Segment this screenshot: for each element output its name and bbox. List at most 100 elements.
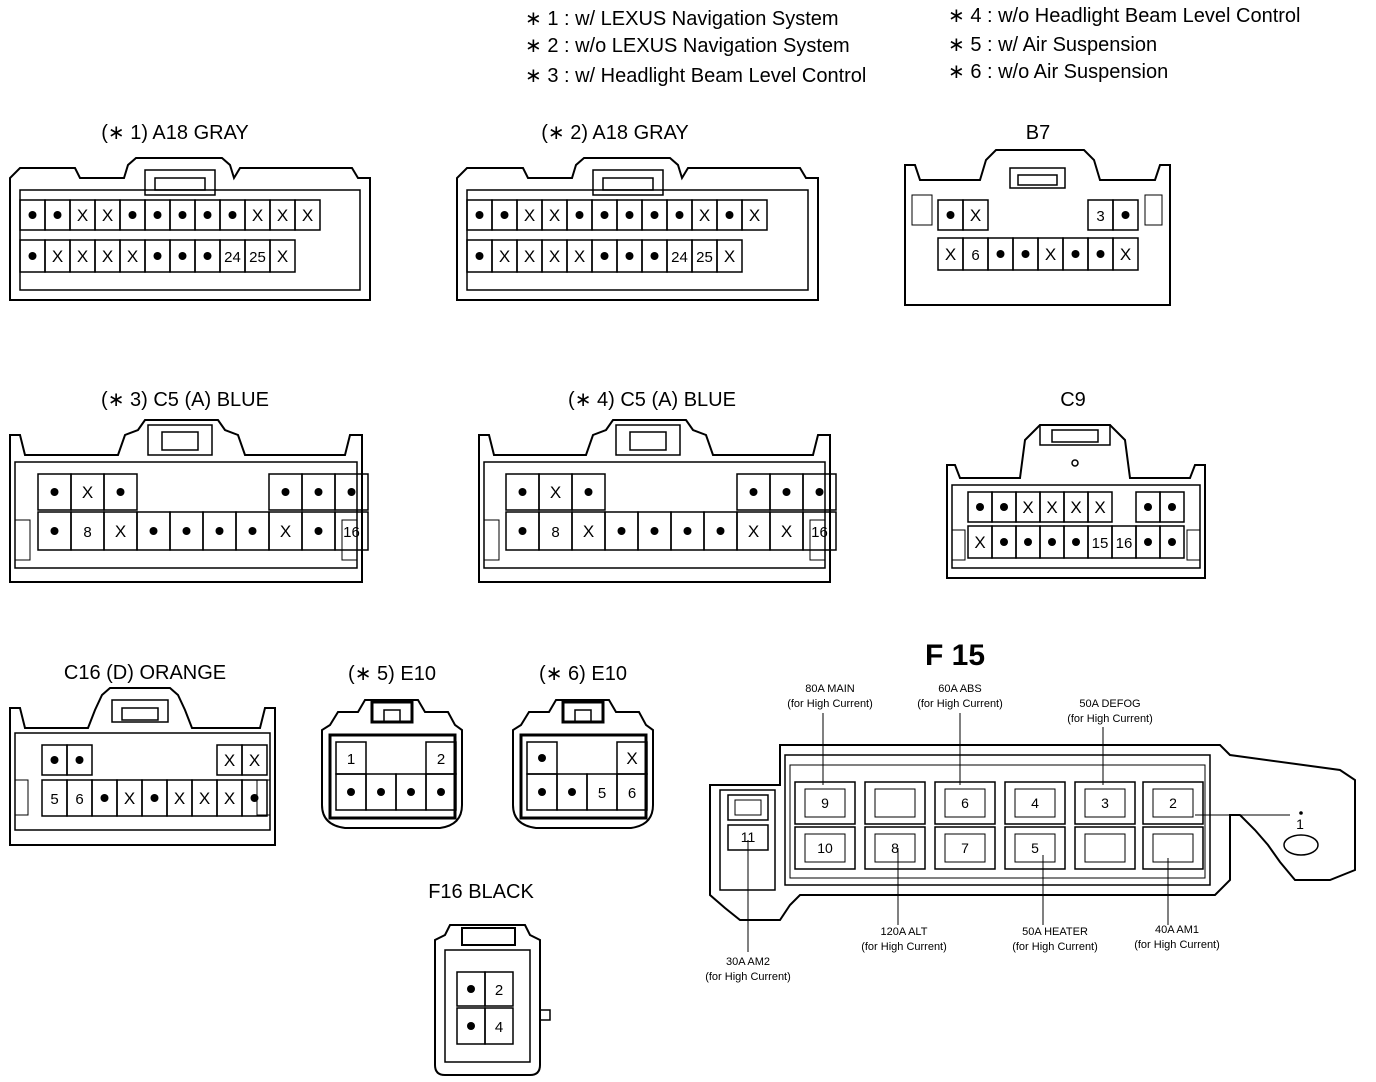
pin-number: 16 [343, 524, 360, 541]
fuse-slot [1142, 826, 1204, 870]
pin-unused-mark: X [127, 247, 138, 266]
pin-number: 2 [437, 751, 445, 768]
pin-cell [802, 511, 837, 551]
fuse-slot-number: 2 [1169, 795, 1177, 811]
legend-item-6: ∗ 6 : w/o Air Suspension [948, 61, 1168, 83]
pin-cell [616, 773, 648, 811]
pin-dot [538, 788, 546, 796]
connector-f16: F16 BLACK 24 [428, 881, 551, 1076]
pin-unused-mark: X [224, 751, 235, 770]
pin-dot [467, 1022, 475, 1030]
fuse-note-main: (for High Current) [787, 698, 873, 710]
pin-dot [625, 211, 634, 219]
pin-dot [50, 488, 59, 496]
fuse-slot [1004, 781, 1066, 825]
pin-unused-mark: X [574, 247, 585, 266]
legend-item-1: ∗ 1 : w/ LEXUS Navigation System [525, 8, 839, 30]
pin-dot [675, 211, 684, 219]
pin-dot [568, 788, 576, 796]
fuse-note-alt: (for High Current) [861, 941, 947, 953]
pin-dot [281, 488, 290, 496]
pin-unused-mark: X [1045, 245, 1056, 264]
pin-unused-mark: X [1120, 245, 1131, 264]
pin-dot [1048, 538, 1056, 546]
pin-number: 5 [50, 791, 58, 808]
fuse-slot-number: 10 [817, 840, 833, 856]
pin-dot [538, 754, 546, 762]
pin-cell [1159, 525, 1185, 559]
fuse-slot [1142, 781, 1204, 825]
pin-dot [475, 211, 484, 219]
pin-number: 24 [671, 249, 688, 266]
fuse-slot-number: 3 [1101, 795, 1109, 811]
pin-unused-mark: X [115, 522, 126, 541]
pin-unused-mark: X [748, 522, 759, 541]
fuse-slot [794, 826, 856, 870]
pin-cell [1112, 199, 1139, 231]
pin-dot [182, 527, 191, 535]
pin-number: 5 [598, 785, 606, 802]
pin-cell [269, 239, 296, 273]
fuse-slot [934, 826, 996, 870]
pin-unused-mark: X [699, 206, 710, 225]
fuse-slot-inner [1014, 833, 1056, 863]
pin-unused-mark: X [583, 522, 594, 541]
pin-number: 3 [1096, 208, 1104, 225]
fuse-note-defog: (for High Current) [1067, 713, 1153, 725]
pin-unused-mark: X [549, 206, 560, 225]
pin-unused-mark: X [277, 247, 288, 266]
pin-number: 1 [347, 751, 355, 768]
pin-number: 25 [696, 249, 713, 266]
pin-unused-mark: X [174, 789, 185, 808]
pin-dot [584, 488, 593, 496]
pin-unused-mark: X [1046, 498, 1057, 517]
pin-grid: 24 [456, 971, 514, 1045]
pin-cell [484, 971, 514, 1007]
pin-dot [1071, 250, 1080, 258]
fuse-slot-inner [1084, 833, 1126, 863]
fuse-label-abs: 60A ABS [938, 683, 981, 695]
fuse-slot-inner [804, 788, 846, 818]
pin-unused-mark: X [1070, 498, 1081, 517]
pin-unused-mark: X [280, 522, 291, 541]
fuse-slot-inner [1084, 788, 1126, 818]
pin-dot [248, 527, 257, 535]
pin-number: 16 [811, 524, 828, 541]
pin-cell [802, 473, 837, 511]
fuse-slot-inner [944, 788, 986, 818]
pin-dot [650, 252, 659, 260]
fuse-slot-number: 5 [1031, 840, 1039, 856]
pin-number: 2 [495, 982, 503, 999]
fuse-note-am1: (for High Current) [1134, 939, 1220, 951]
pin-number: 16 [1116, 535, 1133, 552]
fuse-slot [1074, 826, 1136, 870]
fuse-slot [1074, 781, 1136, 825]
pin-dot [976, 503, 984, 511]
pin-dot [1168, 538, 1176, 546]
pin-number: 6 [971, 247, 979, 264]
pin-number: 15 [1092, 535, 1109, 552]
pin-cell [425, 773, 457, 811]
pin-unused-mark: X [77, 206, 88, 225]
pin-unused-mark: X [974, 533, 985, 552]
pin-dot [782, 488, 791, 496]
pin-dot [347, 488, 356, 496]
pin-number: 8 [83, 524, 91, 541]
pin-cell [1159, 491, 1185, 523]
connector-title: (∗ 6) E10 [539, 663, 627, 685]
fuse-slot-inner [874, 788, 916, 818]
pin-cell [334, 473, 369, 511]
fuse-label-am2: 30A AM2 [726, 956, 770, 968]
fuse-slot-inner [874, 833, 916, 863]
fuse-slot [864, 781, 926, 825]
pin-unused-mark: X [102, 247, 113, 266]
legend-item-3: ∗ 3 : w/ Headlight Beam Level Control [525, 65, 866, 87]
fuse-label-heater: 50A HEATER [1022, 926, 1088, 938]
